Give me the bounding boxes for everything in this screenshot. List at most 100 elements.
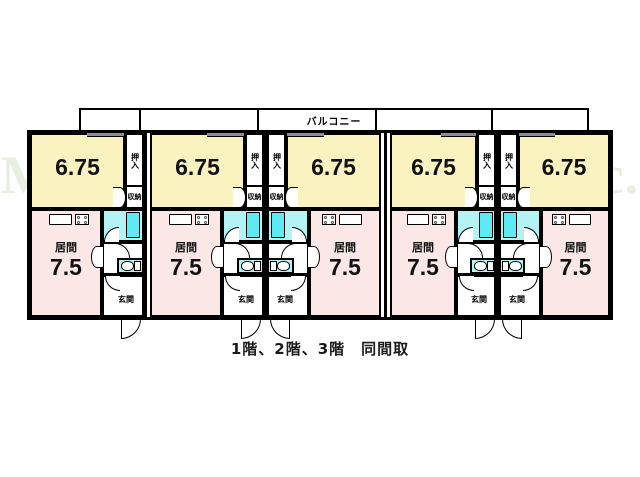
kitchen-sink xyxy=(569,214,591,225)
entrance-label: 玄関 xyxy=(238,295,254,304)
tatami-area-label: 6.75 xyxy=(411,154,456,180)
entrance-outer-door xyxy=(502,319,522,339)
tatami-room xyxy=(150,133,245,209)
entrance-label: 玄関 xyxy=(277,295,293,304)
entrance-wall xyxy=(456,275,458,317)
balcony-window xyxy=(207,132,244,137)
closet-divider xyxy=(245,185,264,187)
party-wall xyxy=(496,130,499,320)
entrance-label: 玄関 xyxy=(471,295,487,304)
closet-divider xyxy=(477,185,496,187)
unit-4: 6.75 押入 収納 居間 7.5 玄関 xyxy=(387,130,496,339)
tatami-area-label: 6.75 xyxy=(55,154,100,180)
entrance-wall xyxy=(222,275,224,317)
balcony-divider xyxy=(491,110,493,130)
living-sliding-door xyxy=(445,246,457,268)
toilet-bowl xyxy=(474,261,487,271)
kitchen-sink xyxy=(49,214,72,225)
closet xyxy=(499,133,518,209)
toilet-bowl xyxy=(277,261,290,271)
closet-upper-label: 押入 xyxy=(482,153,492,169)
unit-1: 6.75 押入 収納 居間 7.5 xyxy=(27,130,144,339)
living-room xyxy=(150,209,222,317)
living-sliding-door xyxy=(91,246,103,268)
balcony-window xyxy=(441,132,476,137)
closet-sliding-door xyxy=(113,187,126,208)
kitchen-stove xyxy=(322,214,336,225)
closet-lower-label: 収納 xyxy=(479,192,494,201)
entrance-threshold xyxy=(268,317,290,319)
toilet-tank xyxy=(270,261,277,271)
floor-plan-caption: 1階、2階、3階 同間取 xyxy=(230,340,410,358)
floor-plan-drawing: バルコニー 6.75 押入 収納 居間 7.5 xyxy=(27,108,613,339)
party-wall xyxy=(144,130,147,320)
tatami-area-label: 6.75 xyxy=(311,154,356,180)
balcony-divider xyxy=(139,110,141,130)
bathtub xyxy=(479,212,493,238)
closet-upper-label: 押入 xyxy=(272,153,282,169)
tatami-room xyxy=(286,133,381,209)
closet-lower-label: 収納 xyxy=(127,192,142,201)
living-room-name: 居間 xyxy=(564,241,587,254)
entrance-wall xyxy=(539,275,541,317)
kitchen-stove xyxy=(552,214,566,225)
entrance-outer-door xyxy=(121,319,141,339)
unit-3: 6.75 押入 収納 居間 7.5 玄関 xyxy=(267,130,384,339)
party-wall xyxy=(264,130,267,320)
balcony-divider xyxy=(375,110,377,130)
closet-sliding-door xyxy=(233,187,246,208)
living-room-name: 居間 xyxy=(55,241,77,254)
closet-upper-label: 押入 xyxy=(504,153,514,169)
toilet-bowl xyxy=(241,261,254,271)
tatami-area-label: 6.75 xyxy=(175,154,220,180)
tatami-room xyxy=(518,133,610,209)
closet-lower-label: 収納 xyxy=(501,192,516,201)
closet xyxy=(245,133,264,209)
bath-door-swing xyxy=(104,227,119,242)
living-sliding-door xyxy=(540,246,552,268)
toilet-tank xyxy=(487,261,494,271)
unit-5: 6.75 押入 収納 居間 7.5 玄関 xyxy=(499,130,613,339)
closet-lower-label: 収納 xyxy=(247,192,262,201)
kitchen-sink xyxy=(169,214,192,225)
balcony-window xyxy=(287,132,324,137)
balcony-divider xyxy=(257,110,259,130)
balcony-label: バルコニー xyxy=(306,116,362,128)
party-wall xyxy=(384,130,387,320)
living-sliding-door xyxy=(308,246,320,268)
living-room-name: 居間 xyxy=(334,241,356,254)
closet-upper-label: 押入 xyxy=(130,153,140,169)
kitchen-sink xyxy=(407,214,429,225)
closet-sliding-door xyxy=(285,187,298,208)
unit-2: 6.75 押入 収納 居間 7.5 玄関 xyxy=(147,130,264,339)
entrance-outer-door xyxy=(475,319,495,339)
closet-divider xyxy=(267,185,286,187)
entrance-threshold xyxy=(241,317,263,319)
entrance-threshold xyxy=(500,317,522,319)
living-room xyxy=(541,209,610,317)
entrance-outer-door xyxy=(241,319,261,339)
living-area-label: 7.5 xyxy=(407,254,439,280)
bathtub xyxy=(271,212,285,238)
closet xyxy=(267,133,286,209)
balcony-window xyxy=(519,132,555,137)
closet-lower-label: 収納 xyxy=(269,192,284,201)
entrance-threshold xyxy=(475,317,496,319)
balcony-window xyxy=(87,132,124,137)
closet xyxy=(477,133,496,209)
hallway-door-swing xyxy=(281,243,296,258)
entrance-outer-door xyxy=(270,319,290,339)
toilet-bowl xyxy=(509,261,522,271)
living-area-label: 7.5 xyxy=(329,254,361,280)
tatami-room xyxy=(30,133,125,209)
entrance-label: 玄関 xyxy=(509,295,525,304)
kitchen-stove xyxy=(195,214,209,225)
living-sliding-door xyxy=(211,246,223,268)
bathtub xyxy=(503,212,517,238)
entrance-threshold xyxy=(121,317,143,319)
kitchen-stove xyxy=(75,214,89,225)
living-area-label: 7.5 xyxy=(559,254,592,280)
living-room-name: 居間 xyxy=(412,241,434,254)
closet-sliding-door xyxy=(465,187,478,208)
